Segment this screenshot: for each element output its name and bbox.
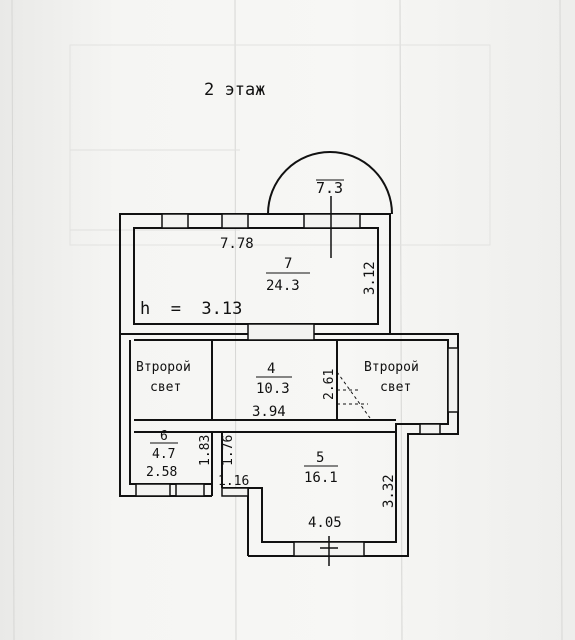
room7-depth: 3.12: [362, 261, 378, 295]
room4-number: 4: [267, 361, 275, 377]
second-light-right-line1: Втророй: [364, 360, 419, 375]
room6-number: 6: [160, 429, 168, 444]
room5-depth: 3.32: [381, 474, 397, 508]
height-label: h = 3.13: [140, 299, 242, 319]
room7-area: 24.3: [266, 278, 300, 294]
walls: [119, 213, 459, 557]
stair-dimension: 2.61: [322, 369, 337, 400]
second-light-left-line2: свет: [150, 380, 181, 395]
windows: [135, 213, 459, 557]
room7-width: 7.78: [220, 236, 254, 252]
room4-width: 3.94: [252, 404, 286, 420]
room6-width: 2.58: [146, 465, 177, 480]
room5-width: 4.05: [308, 515, 342, 531]
room5-area: 16.1: [304, 470, 338, 486]
floor-title: 2 этаж: [204, 80, 265, 100]
entrance-mark: [320, 536, 338, 566]
room5-number: 5: [316, 450, 324, 466]
stair-hatching: [336, 371, 371, 419]
room4-area: 10.3: [256, 381, 290, 397]
corridor-depth: 1.76: [221, 435, 236, 466]
second-light-right-line2: свет: [380, 380, 411, 395]
room6-area: 4.7: [152, 447, 175, 462]
corridor-width: 1.16: [218, 474, 249, 489]
room6-depth: 1.83: [198, 435, 213, 466]
second-light-left-line1: Втророй: [136, 360, 191, 375]
bay-area: 7.3: [316, 179, 343, 197]
bay-window: [267, 151, 393, 215]
room7-number: 7: [284, 256, 292, 272]
background-lines: [11, 0, 563, 640]
